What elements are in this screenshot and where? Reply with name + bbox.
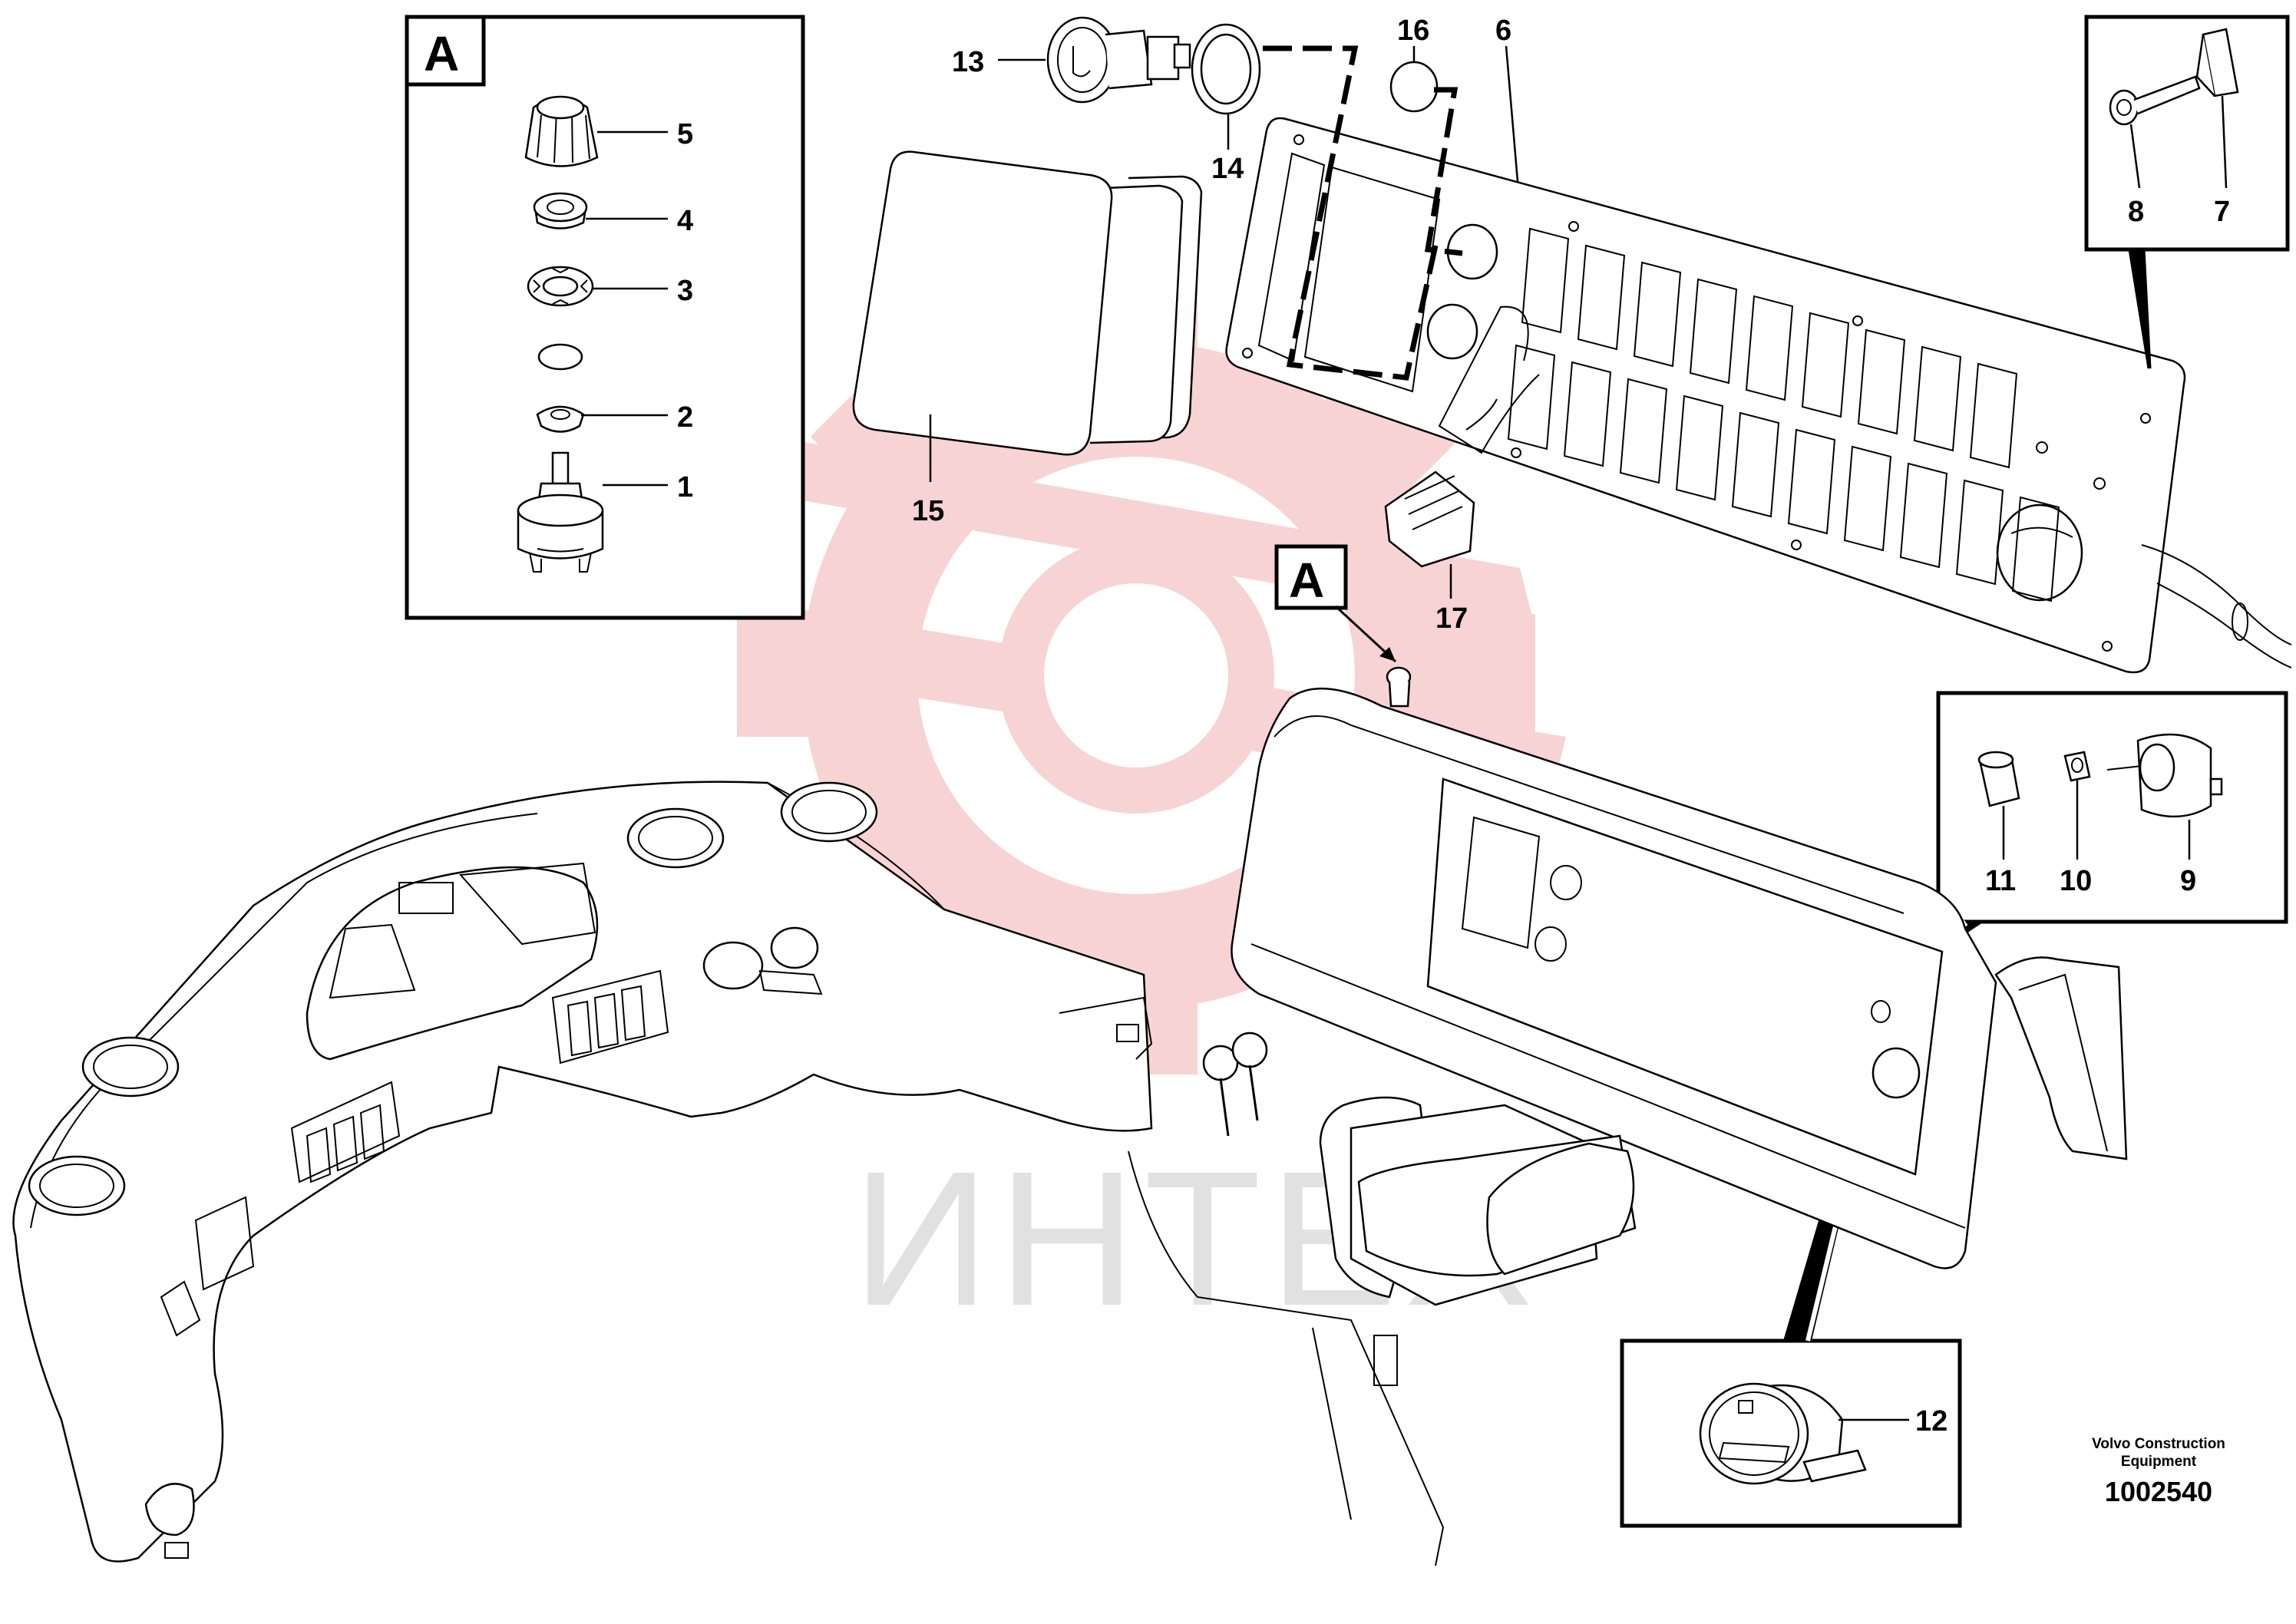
- panel-switch-slot: [1843, 445, 1892, 552]
- panel-switch-slot: [1899, 462, 1948, 569]
- panel-switch-slot: [1619, 378, 1668, 484]
- callout-4: 4: [677, 205, 693, 237]
- callout-12: 12: [1915, 1405, 1947, 1438]
- callout-15: 15: [912, 495, 944, 527]
- detail-box-a-letter: A: [424, 26, 459, 81]
- callout-13: 13: [952, 46, 984, 78]
- wire-harness: [2141, 544, 2292, 668]
- credit-line-2: Equipment: [2121, 1454, 2197, 1470]
- cab-console: [1128, 666, 2128, 1566]
- callout-2: 2: [677, 401, 693, 434]
- rotary-switch-part-1: [517, 451, 604, 573]
- callout-16: 16: [1397, 15, 1429, 47]
- callout-10: 10: [2060, 865, 2092, 897]
- panel-switch-slot: [1969, 362, 2018, 469]
- display-unit-part-15: [852, 150, 1203, 456]
- panel-switch-slot: [1731, 411, 1780, 518]
- dashboard-console: [12, 781, 1153, 1563]
- knob-part-5: [524, 95, 599, 167]
- spacer-ring: [537, 343, 583, 371]
- switch-panel-part-6: [1225, 117, 2186, 674]
- knob-part-11: [1977, 751, 2020, 807]
- panel-switch-slot: [1801, 312, 1850, 418]
- callout-6: 6: [1495, 15, 1511, 47]
- callout-9: 9: [2180, 865, 2196, 897]
- cap-part-16: [1389, 61, 1439, 113]
- detail-pointer-a: A: [1274, 544, 1397, 663]
- panel-switch-slot: [1689, 278, 1738, 385]
- switch-part-9: [2106, 733, 2223, 818]
- panel-switch-slot: [1521, 227, 1570, 334]
- document-number: 1002540: [2105, 1476, 2212, 1507]
- panel-switch-slot: [1913, 345, 1962, 452]
- detail-pointer-a-letter: A: [1289, 553, 1324, 608]
- clip-nut-part-7: [2195, 28, 2239, 97]
- callout-5: 5: [677, 118, 693, 150]
- callout-7: 7: [2214, 196, 2230, 228]
- nut-part-4: [533, 192, 588, 229]
- panel-switch-slot: [1955, 479, 2004, 586]
- callout-11: 11: [1985, 865, 2016, 897]
- panel-switch-slot: [1787, 428, 1836, 535]
- panel-switch-slot: [2011, 496, 2060, 602]
- cigarette-lighter-part-13: [1046, 16, 1191, 104]
- panel-switch-slot: [1745, 295, 1794, 401]
- panel-switch-slot: [1857, 328, 1906, 435]
- connector-part-17: [1384, 305, 1540, 568]
- detail-box-a: A: [405, 15, 805, 620]
- panel-switch-slot: [1577, 244, 1626, 351]
- callout-3: 3: [677, 275, 693, 307]
- washer-part-2: [536, 405, 585, 433]
- detail-box-rotary: 11 10 9: [1880, 691, 2288, 992]
- switch-grid: [1507, 227, 2060, 602]
- detail-box-fasteners: 8 7: [2084, 15, 2290, 369]
- credit-line-1: Volvo Construction: [2092, 1436, 2225, 1452]
- panel-switch-slot: [1633, 261, 1682, 368]
- panel-switch-slot: [1563, 361, 1612, 467]
- hour-meter-part-12: [1699, 1382, 1867, 1485]
- callout-8: 8: [2128, 196, 2144, 228]
- callout-1: 1: [677, 471, 693, 503]
- ring-part-14: [1191, 23, 1261, 115]
- lock-washer-part-3: [527, 266, 594, 307]
- nut-part-10: [2063, 751, 2091, 782]
- callout-17: 17: [1435, 602, 1468, 635]
- panel-switch-slot: [1675, 394, 1724, 501]
- callout-14: 14: [1211, 153, 1244, 185]
- bolt-part-8: [2109, 75, 2201, 126]
